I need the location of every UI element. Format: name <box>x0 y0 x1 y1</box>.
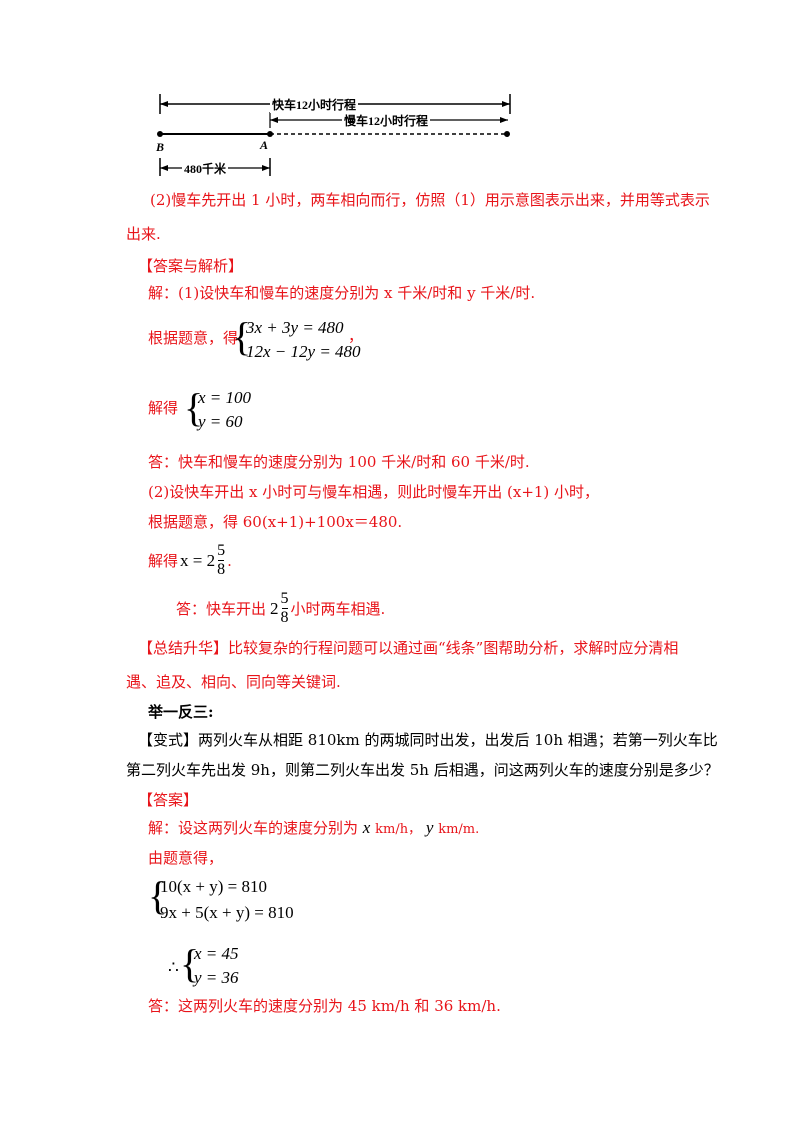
therefore-symbol: ∴ <box>168 958 179 977</box>
practice-answer-line2: 由题意得， <box>148 849 224 867</box>
system-brace-3: { <box>148 873 168 918</box>
practice-answer-line1: 解：设这两列火车的速度分别为 x km/h， y km/m. <box>148 818 479 840</box>
summary-line2: 遇、追及、相向、同向等关键词. <box>126 673 341 691</box>
practice-eq1: 10(x + y) = 810 <box>160 877 267 896</box>
summary-line1: 【总结升华】比较复杂的行程问题可以通过画“线条”图帮助分析，求解时应分清相 <box>138 638 678 658</box>
practice-a1-mid: km/h， <box>375 822 422 837</box>
solution-line1: 解：(1)设快车和慢车的速度分别为 x 千米/时和 y 千米/时. <box>148 284 536 302</box>
system-brace-2: { <box>184 385 204 430</box>
solution-line2-prefix: 根据题意，得 <box>148 329 239 347</box>
practice-text-1: 两列火车从相距 810km 的两城同时出发，出发后 10h 相遇；若第一列火车比 <box>198 731 718 749</box>
solution-line8: 答：快车开出 2 5 8 小时两车相遇. <box>176 590 385 627</box>
practice-answer-tag: 【答案】 <box>138 791 199 809</box>
fraction-numerator-b: 5 <box>280 590 289 607</box>
fraction-denominator: 8 <box>217 561 226 578</box>
solution-line8-whole: 2 <box>270 598 279 618</box>
practice-a1-y: y <box>425 818 434 837</box>
fraction-5-8-b: 5 8 <box>281 590 289 627</box>
answer-heading: 【答案与解析】 <box>138 257 244 275</box>
solution-x: x = 100 <box>198 388 252 407</box>
point-b-label: B <box>156 140 165 154</box>
solution-line7: 解得 x = 2 5 8 . <box>148 542 232 579</box>
practice-line2: 第二列火车先出发 9h，则第二列火车出发 5h 后相遇，问这两列火车的速度分别是… <box>126 761 719 779</box>
solution-line7-prefix: 解得 <box>148 551 179 570</box>
practice-a1-prefix: 解：设这两列火车的速度分别为 <box>148 819 359 837</box>
fraction-numerator: 5 <box>217 542 226 559</box>
practice-sol-x: x = 45 <box>194 944 239 963</box>
fast-train-label: 快车12小时行程 <box>270 96 359 113</box>
solution-line8-prefix: 答：快车开出 <box>176 599 267 618</box>
solution-line5: (2)设快车开出 x 小时可与慢车相遇，则此时慢车开出 (x+1) 小时， <box>148 483 600 501</box>
solution-y: y = 60 <box>198 412 243 431</box>
practice-a1-x: x <box>362 818 371 837</box>
travel-diagram: 快车12小时行程 慢车12小时行程 B A 480千米 <box>150 92 520 182</box>
summary-tag: 【总结升华】 <box>138 639 229 657</box>
distance-label: 480千米 <box>182 160 229 177</box>
system-brace-4: { <box>180 941 200 986</box>
fraction-5-8: 5 8 <box>217 542 225 579</box>
solution-line7-suffix: . <box>227 551 232 570</box>
practice-eq2: 9x + 5(x + y) = 810 <box>160 903 294 922</box>
part2-question-line1: (2)慢车先开出 1 小时，两车相向而行，仿照（1）用示意图表示出来，并用等式表… <box>150 191 710 209</box>
solution-line3-prefix: 解得 <box>148 399 179 417</box>
point-a-label: A <box>260 138 269 152</box>
equation-1a: 3x + 3y = 480 <box>246 318 344 337</box>
equation-1b: 12x − 12y = 480 <box>246 342 361 361</box>
fraction-denominator-b: 8 <box>280 609 289 626</box>
slow-train-label: 慢车12小时行程 <box>342 112 431 129</box>
solution-line8-suffix: 小时两车相遇. <box>290 599 386 618</box>
practice-tag: 【变式】 <box>138 731 199 749</box>
part2-question-line2: 出来. <box>126 225 161 243</box>
practice-a1-suffix: km/m. <box>438 822 480 837</box>
solution-line4: 答：快车和慢车的速度分别为 100 千米/时和 60 千米/时. <box>148 453 530 471</box>
summary-text-1: 比较复杂的行程问题可以通过画“线条”图帮助分析，求解时应分清相 <box>228 639 679 657</box>
practice-heading: 举一反三: <box>148 703 214 721</box>
solution-line6: 根据题意，得 60(x+1)+100x＝480. <box>148 513 403 531</box>
practice-line1: 【变式】两列火车从相距 810km 的两城同时出发，出发后 10h 相遇；若第一… <box>138 730 718 750</box>
solution-line7-var: x = 2 <box>180 550 216 570</box>
practice-sol-y: y = 36 <box>194 968 239 987</box>
practice-final-answer: 答：这两列火车的速度分别为 45 km/h 和 36 km/h. <box>148 997 501 1015</box>
system-brace-1: { <box>232 314 252 359</box>
solution-line2-suffix: ， <box>348 327 364 345</box>
